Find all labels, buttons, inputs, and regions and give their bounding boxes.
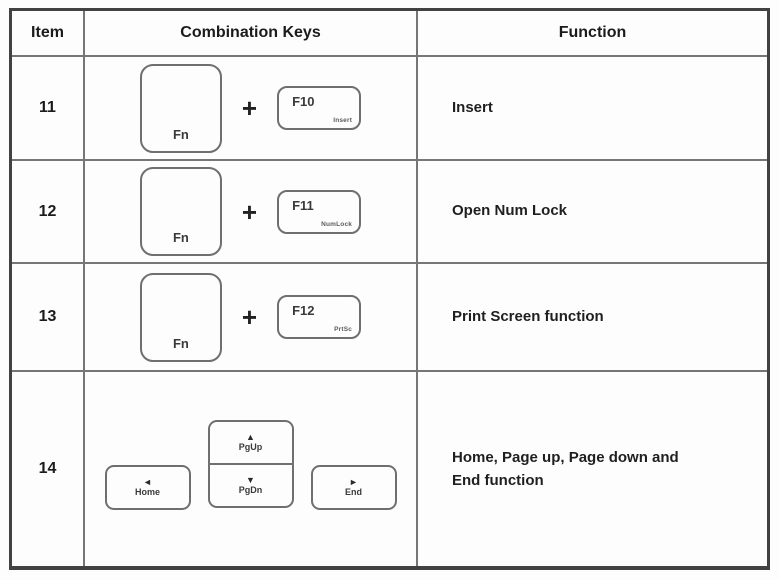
arrow-key-cluster: ▲ PgUp ◄ Home ▼ PgDn ► End xyxy=(104,420,397,510)
f10-key-label: F10 xyxy=(292,94,315,109)
f12-key-label: F12 xyxy=(292,303,315,318)
fn-key-label: Fn xyxy=(172,230,189,245)
item-cell-14: 14 xyxy=(12,372,85,566)
plus-sign: + xyxy=(241,93,258,123)
pgdn-key-label: PgDn xyxy=(238,485,263,495)
f10-key: F10 Insert xyxy=(277,86,362,130)
pgup-key: ▲ PgUp xyxy=(207,420,294,465)
home-key-label: Home xyxy=(134,487,160,497)
header-item-label: Item xyxy=(31,24,64,41)
end-key-label: End xyxy=(345,487,362,497)
combo-cell-12: Fn + F11 NumLock xyxy=(85,161,418,264)
function-cell-12: Open Num Lock xyxy=(418,161,767,264)
f11-key-sublabel: NumLock xyxy=(321,220,353,228)
end-key: ► End xyxy=(310,465,397,510)
fn-key: Fn xyxy=(139,167,222,256)
combo-cell-13: Fn + F12 PrtSc xyxy=(85,264,418,372)
header-combination-keys-label: Combination Keys xyxy=(180,24,321,41)
item-number: 12 xyxy=(38,202,57,220)
function-cell-11: Insert xyxy=(418,57,767,161)
header-item: Item xyxy=(12,11,85,57)
f12-key-sublabel: PrtSc xyxy=(334,326,353,333)
combo-cell-11: Fn + F10 Insert xyxy=(85,57,418,161)
plus-sign: + xyxy=(241,302,258,332)
function-cell-13: Print Screen function xyxy=(418,264,767,372)
function-text: Insert xyxy=(452,98,493,116)
item-cell-11: 11 xyxy=(12,57,85,161)
f10-key-sublabel: Insert xyxy=(333,117,353,124)
fn-key: Fn xyxy=(139,272,222,362)
plus-sign: + xyxy=(241,196,258,227)
function-text: Home, Page up, Page down and End functio… xyxy=(452,448,679,489)
f11-key-label: F11 xyxy=(292,197,314,213)
function-text: Print Screen function xyxy=(452,307,604,325)
f11-key: F11 NumLock xyxy=(277,189,362,234)
item-cell-13: 13 xyxy=(12,264,85,372)
function-text: Open Num Lock xyxy=(452,202,568,220)
item-number: 14 xyxy=(38,460,57,477)
arrow-right-icon: ► xyxy=(349,477,358,487)
header-function-label: Function xyxy=(558,24,627,41)
combo-cell-14: ▲ PgUp ◄ Home ▼ PgDn ► End xyxy=(85,372,418,566)
fn-key-label: Fn xyxy=(172,126,189,142)
f12-key: F12 PrtSc xyxy=(277,295,362,339)
arrow-up-icon: ▲ xyxy=(246,432,255,442)
pgup-key-label: PgUp xyxy=(238,442,263,452)
item-cell-12: 12 xyxy=(12,161,85,264)
arrow-down-icon: ▼ xyxy=(246,475,255,485)
function-cell-14: Home, Page up, Page down and End functio… xyxy=(418,372,767,566)
combination-keys-table: Item Combination Keys Function 11 Fn + F… xyxy=(9,8,770,570)
arrow-left-icon: ◄ xyxy=(143,477,152,487)
item-number: 11 xyxy=(39,99,56,116)
arrow-key-cluster-bottom: ◄ Home ▼ PgDn ► End xyxy=(104,463,397,510)
fn-key-label: Fn xyxy=(172,335,189,351)
item-number: 13 xyxy=(38,308,57,325)
header-combination-keys: Combination Keys xyxy=(85,11,418,57)
header-function: Function xyxy=(418,11,767,57)
fn-key: Fn xyxy=(139,63,222,153)
home-key: ◄ Home xyxy=(104,465,191,510)
pgdn-key: ▼ PgDn xyxy=(207,463,294,508)
